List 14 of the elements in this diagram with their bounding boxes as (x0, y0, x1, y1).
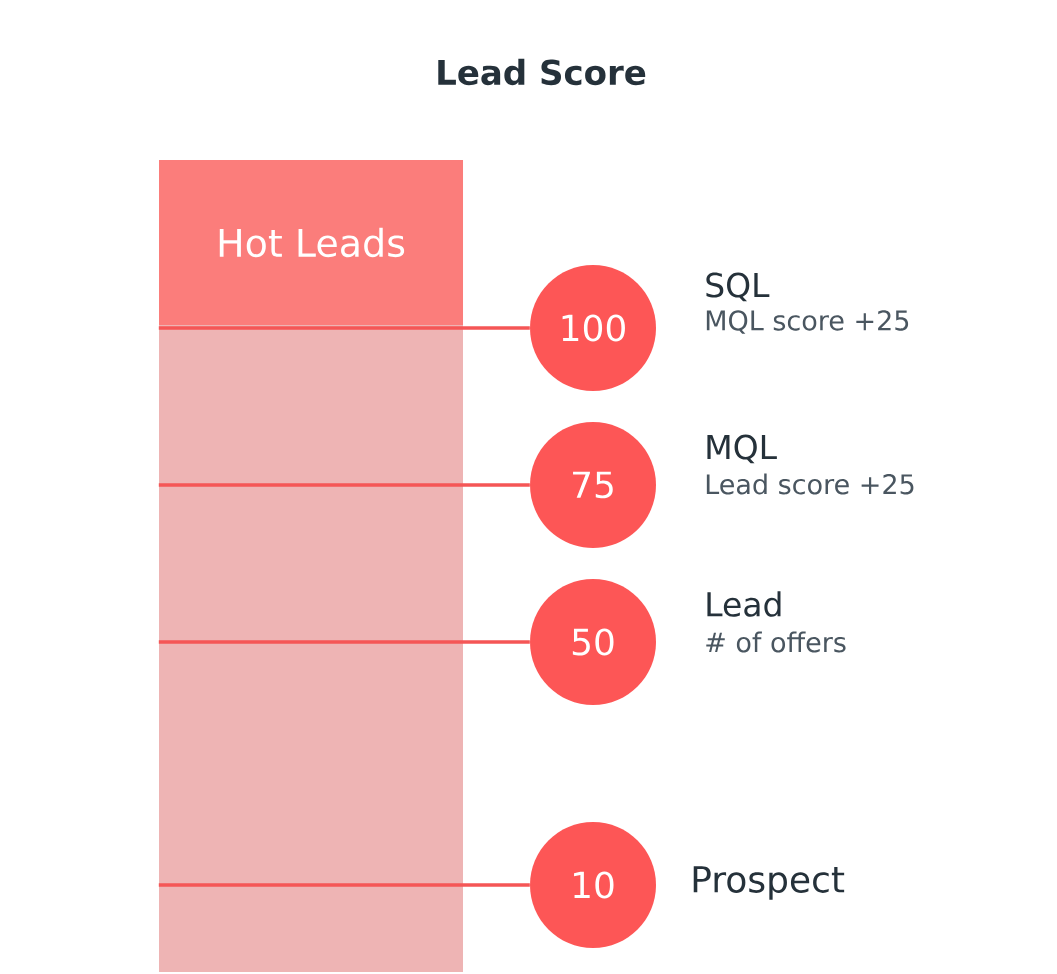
stage-note: # of offers (706, 631, 846, 653)
stage-label: Prospect (693, 866, 845, 900)
stage-note: Lead score +25 (706, 473, 914, 495)
connector-line (158, 640, 530, 644)
stage-label: MQL (707, 434, 777, 464)
stage-label: SQL (706, 272, 770, 302)
stage-note: MQL score +25 (706, 310, 909, 334)
connector-line (158, 883, 530, 887)
stage-label: Lead (707, 591, 781, 617)
connector-line (158, 483, 530, 487)
column-bar (159, 325, 463, 972)
title: Lead Score (438, 58, 646, 86)
band-box: Hot Leads (159, 160, 463, 325)
connector-line (158, 326, 530, 330)
